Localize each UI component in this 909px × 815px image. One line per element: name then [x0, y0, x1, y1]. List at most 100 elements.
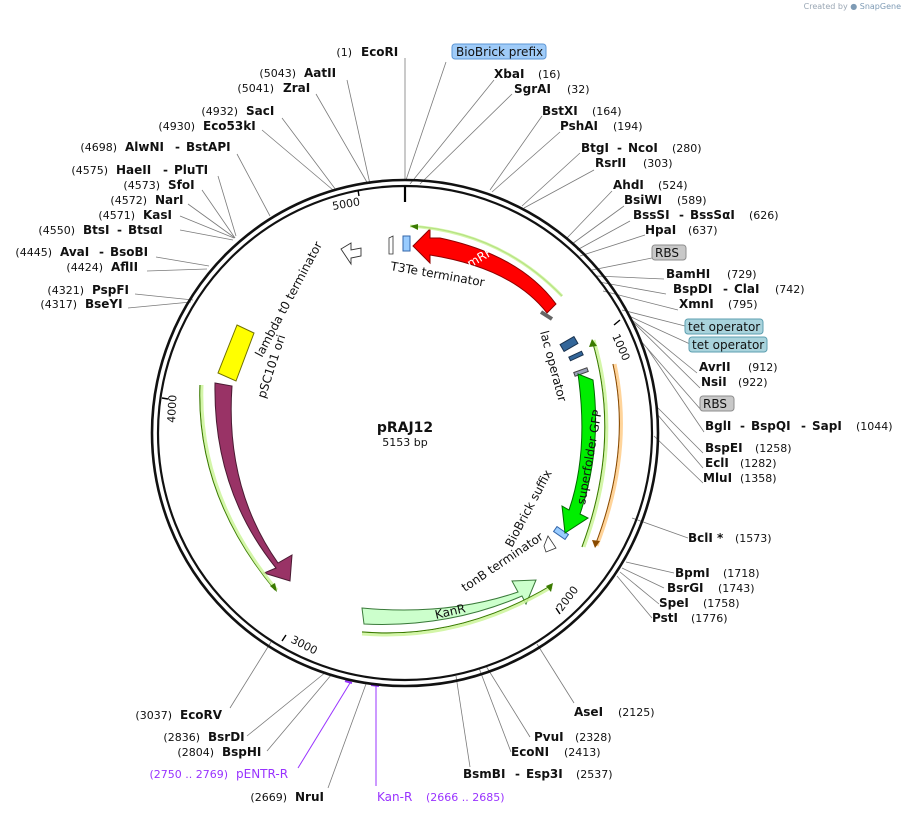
feature-kanr[interactable]: KanR	[361, 579, 553, 637]
site-hpai[interactable]: HpaI (637)	[645, 223, 718, 237]
feature-superfolder-gfp[interactable]: superfolder GFP	[561, 339, 623, 548]
site-mlui[interactable]: MluI (1358)	[703, 471, 777, 485]
site-alwni[interactable]: (4698) AlwNI - BstAPI	[80, 140, 230, 154]
restriction-sites-right: XbaI (16) SgrAI (32) BstXI (164) PshAI (…	[463, 67, 893, 781]
primer-pentr-r[interactable]: (2750 .. 2769) pENTR-R	[149, 767, 288, 781]
site-sep2-bgli: -	[801, 419, 806, 433]
site-name-asei: AseI	[574, 705, 603, 719]
site-pvui[interactable]: PvuI (2328)	[534, 730, 612, 744]
site-bseyi[interactable]: (4317) BseYI	[40, 297, 122, 311]
site-btgi[interactable]: BtgI - NcoI (280)	[581, 141, 702, 155]
site-bsmbi[interactable]: BsmBI - Esp3I (2537)	[463, 767, 613, 781]
box-rbs-1[interactable]: RBS	[651, 244, 687, 261]
site-sgrai[interactable]: SgrAI (32)	[514, 82, 590, 96]
site-bstxi[interactable]: BstXI (164)	[542, 104, 622, 118]
site-ecli[interactable]: EclI (1282)	[705, 456, 777, 470]
site-pos-ecorv: (3037)	[135, 709, 172, 722]
primer-kan-r[interactable]: Kan-R (2666 .. 2685)	[377, 790, 505, 804]
site-psti[interactable]: PstI (1776)	[652, 611, 728, 625]
site-ecori[interactable]: (1) EcoRI	[336, 45, 398, 59]
site-name-kasi: KasI	[143, 208, 172, 222]
site-pos-ahdi: (524)	[658, 179, 688, 192]
site-bsrdi[interactable]: (2836) BsrDI	[163, 730, 244, 744]
site-bsiwi[interactable]: BsiWI (589)	[624, 193, 707, 207]
site-name2-alwni: BstAPI	[186, 140, 231, 154]
site-sep-haeii: -	[163, 163, 168, 177]
credit-brand: SnapGene	[859, 2, 901, 11]
site-bgli[interactable]: BglI - BspQI - SapI (1044)	[705, 419, 893, 433]
site-pos-asei: (2125)	[618, 706, 655, 719]
site-bspdi[interactable]: BspDI - ClaI (742)	[673, 282, 805, 296]
site-ecorv[interactable]: (3037) EcoRV	[135, 708, 222, 722]
site-bsphi[interactable]: (2804) BspHI	[177, 745, 261, 759]
site-avrii[interactable]: AvrII (912)	[699, 360, 778, 374]
site-saci[interactable]: (4932) SacI	[201, 104, 274, 118]
site-name2-btgi: NcoI	[628, 141, 658, 155]
site-pspfi[interactable]: (4321) PspFI	[47, 283, 129, 297]
site-avai[interactable]: (4445) AvaI - BsoBI	[15, 245, 148, 259]
site-pos-bpmi: (1718)	[723, 567, 760, 580]
site-pos-pshai: (194)	[613, 120, 643, 133]
site-pos-bsrdi: (2836)	[163, 731, 200, 744]
site-xmni[interactable]: XmnI (795)	[679, 297, 758, 311]
feature-label-kanr: KanR	[434, 601, 467, 622]
site-nsii[interactable]: NsiI (922)	[701, 375, 768, 389]
site-pos-alwni: (4698)	[80, 141, 117, 154]
box-tet-operator-2-text: tet operator	[692, 338, 764, 352]
site-zrai[interactable]: (5041) ZraI	[237, 81, 310, 95]
site-spei[interactable]: SpeI (1758)	[659, 596, 740, 610]
site-name2-bspdi: ClaI	[734, 282, 759, 296]
primer-name-kan-r: Kan-R	[377, 790, 412, 804]
site-bspei[interactable]: BspEI (1258)	[705, 441, 792, 455]
primer-pentr-r-mark[interactable]	[297, 680, 353, 769]
primer-pos-kan-r: (2666 .. 2685)	[426, 791, 505, 804]
site-bsrgi[interactable]: BsrGI (1743)	[667, 581, 755, 595]
site-pos-avrii: (912)	[748, 361, 778, 374]
site-name-btsi: BtsI	[83, 223, 110, 237]
site-name-bamhi: BamHI	[666, 267, 710, 281]
site-sep-btsi: -	[117, 223, 122, 237]
site-name-ecorv: EcoRV	[180, 708, 223, 722]
site-name-mlui: MluI	[703, 471, 732, 485]
site-name3-bgli: SapI	[812, 419, 842, 433]
site-xbai[interactable]: XbaI (16)	[494, 67, 561, 81]
site-pos-saci: (4932)	[201, 105, 238, 118]
box-tet-operator-1[interactable]: tet operator	[684, 318, 764, 335]
site-name-bsssi: BssSI	[633, 208, 670, 222]
site-bsssi[interactable]: BssSI - BssSαI (626)	[633, 208, 779, 222]
site-name-pspfi: PspFI	[92, 283, 129, 297]
primer-kan-r-mark[interactable]	[370, 684, 380, 786]
box-rbs-2[interactable]: RBS	[699, 395, 735, 412]
site-econi[interactable]: EcoNI (2413)	[511, 745, 601, 759]
site-pos-spei: (1758)	[703, 597, 740, 610]
site-name-pvui: PvuI	[534, 730, 564, 744]
site-sfoi[interactable]: (4573) SfoI	[123, 178, 194, 192]
site-kasi[interactable]: (4571) KasI	[98, 208, 172, 222]
site-pos-bsmbi: (2537)	[576, 768, 613, 781]
site-nrui[interactable]: (2669) NruI	[250, 790, 324, 804]
snapgene-credit: Created by ● SnapGene	[804, 2, 901, 11]
site-aatii[interactable]: (5043) AatII	[259, 66, 336, 80]
site-pos-xmni: (795)	[728, 298, 758, 311]
site-pos-mlui: (1358)	[740, 472, 777, 485]
site-rsrii[interactable]: RsrII (303)	[595, 156, 673, 170]
site-name-ahdi: AhdI	[613, 178, 644, 192]
box-biobrick-prefix[interactable]: BioBrick prefix	[451, 43, 547, 60]
site-pos-pspfi: (4321)	[47, 284, 84, 297]
site-bcli[interactable]: BclI * (1573)	[688, 531, 772, 545]
site-btsi[interactable]: (4550) BtsI - BtsαI	[38, 223, 162, 237]
feature-label-lambda-t0: lambda t0 terminator	[252, 239, 325, 359]
feature-lambda-t0-terminator[interactable]: lambda t0 terminator	[252, 239, 362, 359]
site-nari[interactable]: (4572) NarI	[110, 193, 183, 207]
site-bpmi[interactable]: BpmI (1718)	[675, 566, 760, 580]
feature-rep101[interactable]: Rep101	[199, 382, 293, 592]
site-bamhi[interactable]: BamHI (729)	[666, 267, 757, 281]
site-asei[interactable]: AseI (2125)	[574, 705, 655, 719]
site-pos-sgrai: (32)	[567, 83, 590, 96]
box-tet-operator-2[interactable]: tet operator	[688, 336, 768, 353]
site-pshai[interactable]: PshAI (194)	[560, 119, 643, 133]
site-eco53ki[interactable]: (4930) Eco53kI	[158, 119, 255, 133]
site-aflii[interactable]: (4424) AflII	[66, 260, 138, 274]
site-haeii[interactable]: (4575) HaeII - PluTI	[71, 163, 208, 177]
site-ahdi[interactable]: AhdI (524)	[613, 178, 688, 192]
